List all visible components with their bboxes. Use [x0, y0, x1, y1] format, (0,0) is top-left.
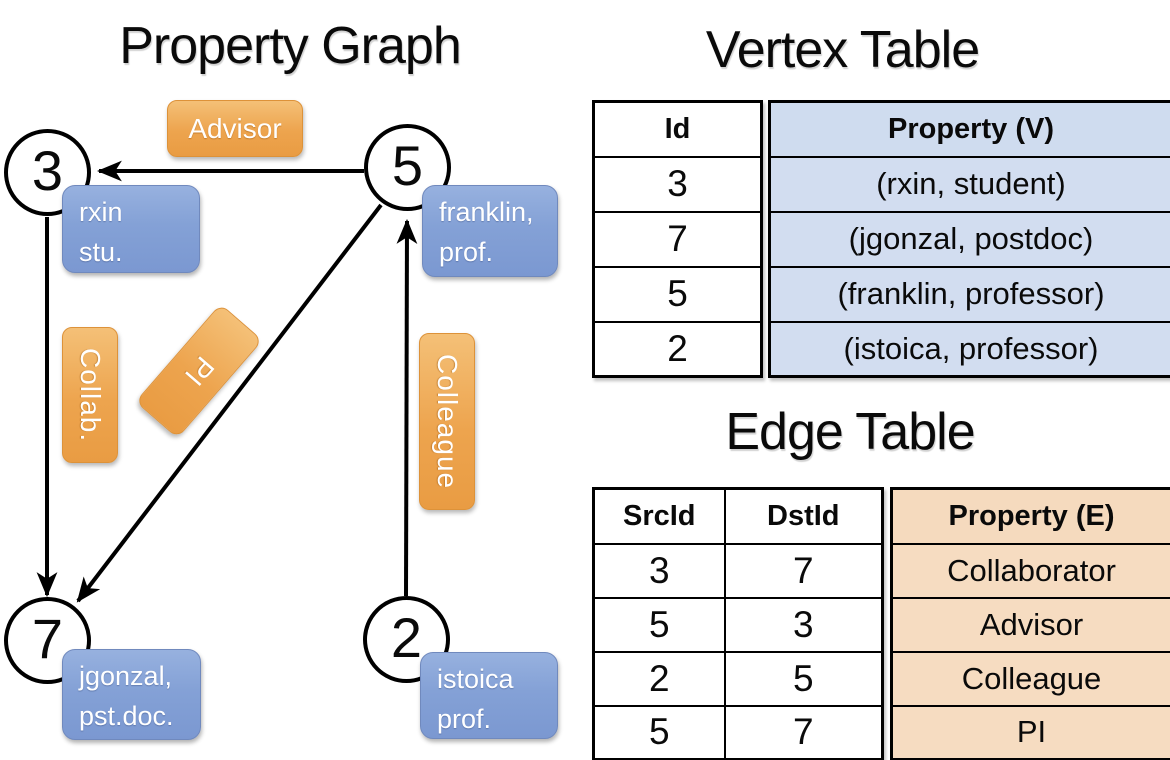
- edge-table-property-column: Property (E) Collaborator Advisor Collea…: [890, 487, 1170, 760]
- vertex-id-cell: 5: [592, 265, 763, 323]
- edge-table-srcid-header: SrcId: [592, 487, 726, 545]
- table-row: (rxin, student): [768, 155, 1170, 213]
- vertex-property-box-istoica: istoica prof.: [420, 652, 558, 739]
- vertex-id-cell: 2: [592, 320, 763, 378]
- edge-table-property-header: Property (E): [890, 487, 1170, 545]
- table-header-row: Id: [592, 100, 763, 158]
- table-header-row: SrcId DstId: [592, 487, 884, 545]
- edge-table-dstid-header: DstId: [723, 487, 884, 545]
- edge-dstid-cell: 7: [723, 704, 884, 760]
- graph-edges-canvas: [36, 160, 418, 603]
- table-row: (istoica, professor): [768, 320, 1170, 378]
- vertex-property-box-rxin: rxin stu.: [62, 185, 200, 273]
- edge-label-text: Collab.: [75, 347, 106, 443]
- edge-srcid-cell: 5: [592, 704, 726, 760]
- vertex-property-line: pst.doc.: [79, 700, 174, 731]
- edge-table: SrcId DstId 3 7 5 3 2 5 5 7 Property (E): [592, 487, 1170, 760]
- edge-dstid-cell: 3: [723, 596, 884, 653]
- table-row: (jgonzal, postdoc): [768, 210, 1170, 268]
- vertex-node-2: 2: [363, 596, 450, 683]
- vertex-node-5: 5: [364, 124, 451, 211]
- table-header-row: Property (V): [768, 100, 1170, 158]
- edge-property-cell: Colleague: [890, 650, 1170, 707]
- property-graph-title: Property Graph: [119, 17, 462, 75]
- vertex-property-cell: (rxin, student): [768, 155, 1170, 213]
- vertex-id-cell: 3: [592, 155, 763, 213]
- table-row: Colleague: [890, 650, 1170, 707]
- vertex-property-line: stu.: [79, 236, 123, 267]
- table-row: 3: [592, 155, 763, 213]
- vertex-property-line: prof.: [437, 703, 492, 734]
- edge-dstid-cell: 7: [723, 542, 884, 599]
- vertex-property-line: jgonzal,: [79, 661, 173, 691]
- edge-table-title: Edge Table: [725, 403, 975, 461]
- vertex-property-box-franklin: franklin, prof.: [422, 185, 558, 277]
- edge-label-text: PI: [178, 350, 221, 393]
- vertex-property-box-jgonzal: jgonzal, pst.doc.: [62, 649, 201, 740]
- edge-table-id-columns: SrcId DstId 3 7 5 3 2 5 5 7: [592, 487, 884, 760]
- vertex-node-2-id: 2: [390, 606, 423, 669]
- edge-property-cell: Advisor: [890, 596, 1170, 653]
- table-row: PI: [890, 704, 1170, 760]
- table-row: 3 7: [592, 542, 884, 599]
- vertex-property-line: prof.: [439, 236, 494, 267]
- vertex-node-3-id: 3: [31, 139, 64, 202]
- vertex-property-cell: (jgonzal, postdoc): [768, 210, 1170, 268]
- table-row: Collaborator: [890, 542, 1170, 599]
- vertex-property-cell: (franklin, professor): [768, 265, 1170, 323]
- edge-label-advisor: Advisor: [167, 100, 303, 157]
- edge-arrow-2-to-5: [396, 218, 418, 597]
- edge-srcid-cell: 5: [592, 596, 726, 653]
- vertex-id-cell: 7: [592, 210, 763, 268]
- vertex-property-line: franklin,: [439, 197, 534, 227]
- vertex-table-id-header: Id: [592, 100, 763, 158]
- table-row: 5: [592, 265, 763, 323]
- vertex-node-7-id: 7: [31, 607, 64, 670]
- edge-label-text: Colleague: [432, 353, 463, 490]
- vertex-table-property-column: Property (V) (rxin, student) (jgonzal, p…: [768, 100, 1170, 378]
- table-header-row: Property (E): [890, 487, 1170, 545]
- table-row: Advisor: [890, 596, 1170, 653]
- table-row: 7: [592, 210, 763, 268]
- table-row: 2: [592, 320, 763, 378]
- edge-property-cell: PI: [890, 704, 1170, 760]
- table-row: (franklin, professor): [768, 265, 1170, 323]
- edge-arrow-5-to-7: [76, 203, 383, 603]
- table-row: 2 5: [592, 650, 884, 707]
- vertex-property-line: rxin: [79, 197, 123, 227]
- vertex-table-title: Vertex Table: [705, 21, 980, 79]
- edge-label-collab: Collab.: [62, 327, 118, 463]
- vertex-property-cell: (istoica, professor): [768, 320, 1170, 378]
- edge-label-colleague: Colleague: [419, 333, 475, 510]
- vertex-property-line: istoica: [437, 664, 514, 694]
- edge-dstid-cell: 5: [723, 650, 884, 707]
- edge-property-cell: Collaborator: [890, 542, 1170, 599]
- vertex-table-id-column: Id 3 7 5 2: [592, 100, 763, 378]
- table-row: 5 3: [592, 596, 884, 653]
- table-row: 5 7: [592, 704, 884, 760]
- edge-srcid-cell: 2: [592, 650, 726, 707]
- edge-srcid-cell: 3: [592, 542, 726, 599]
- vertex-node-5-id: 5: [391, 134, 424, 197]
- vertex-table-property-header: Property (V): [768, 100, 1170, 158]
- edge-label-text: Advisor: [188, 112, 282, 144]
- vertex-table: Id 3 7 5 2 Property (V) (rxin, student) …: [592, 100, 1170, 378]
